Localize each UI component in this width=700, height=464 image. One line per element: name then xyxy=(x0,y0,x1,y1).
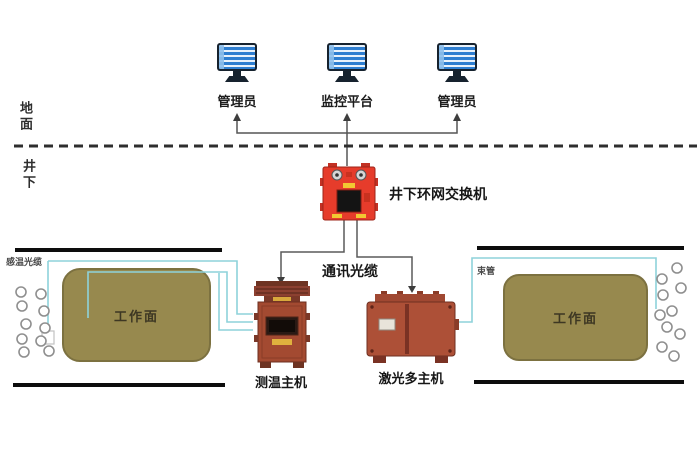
network-bus-lines xyxy=(236,119,458,166)
comm-cable-label: 通讯光缆 xyxy=(322,264,378,280)
laser-host-label: 激光多主机 xyxy=(378,372,444,387)
monitor-base xyxy=(445,76,469,82)
temperature-host-device xyxy=(254,281,310,368)
working-face-label: 工作面 xyxy=(552,312,598,327)
monitor-screen xyxy=(439,45,475,69)
bundle-tube-line xyxy=(450,257,657,323)
borehole-circles-left xyxy=(15,286,55,358)
sensing-cable-label: 感温光缆 xyxy=(6,258,43,268)
monitor-icon xyxy=(217,43,257,71)
monitor-stand xyxy=(233,71,241,76)
monitor-icon xyxy=(327,43,367,71)
bundle-tube-label: 束管 xyxy=(477,267,496,277)
roadway-walls xyxy=(13,246,684,387)
workstation-label: 监控平台 xyxy=(320,95,373,110)
workstation-label: 管理员 xyxy=(437,95,477,110)
temperature-sensing-cable-lines xyxy=(47,260,253,331)
monitor-screen xyxy=(219,45,255,69)
working-face-label: 工作面 xyxy=(113,309,159,325)
monitor-icon xyxy=(437,43,477,71)
up-arrowheads xyxy=(233,113,461,121)
workstation-label: 管理员 xyxy=(217,95,257,110)
surface-zone-label: 地面 xyxy=(17,101,32,133)
monitor-stand xyxy=(453,71,461,76)
working-face-right: 工作面 xyxy=(503,274,648,361)
workstation-admin-left: 管理员 xyxy=(191,43,283,110)
monitor-screen xyxy=(329,45,365,69)
monitor-base xyxy=(225,76,249,82)
underground-zone-label: 井下 xyxy=(20,159,35,191)
down-arrowheads xyxy=(277,277,416,293)
ring-network-switch-device xyxy=(320,163,378,221)
monitor-stand xyxy=(343,71,351,76)
workstation-monitoring-platform: 监控平台 xyxy=(301,43,393,110)
working-face-left: 工作面 xyxy=(62,268,211,362)
comm-cable-lines xyxy=(280,220,413,289)
laser-host-device xyxy=(366,291,459,363)
temperature-host-label: 测温主机 xyxy=(254,376,307,391)
monitor-base xyxy=(335,76,359,82)
switch-label: 井下环网交换机 xyxy=(389,187,487,203)
borehole-circles-right xyxy=(654,262,687,362)
workstation-admin-right: 管理员 xyxy=(411,43,503,110)
